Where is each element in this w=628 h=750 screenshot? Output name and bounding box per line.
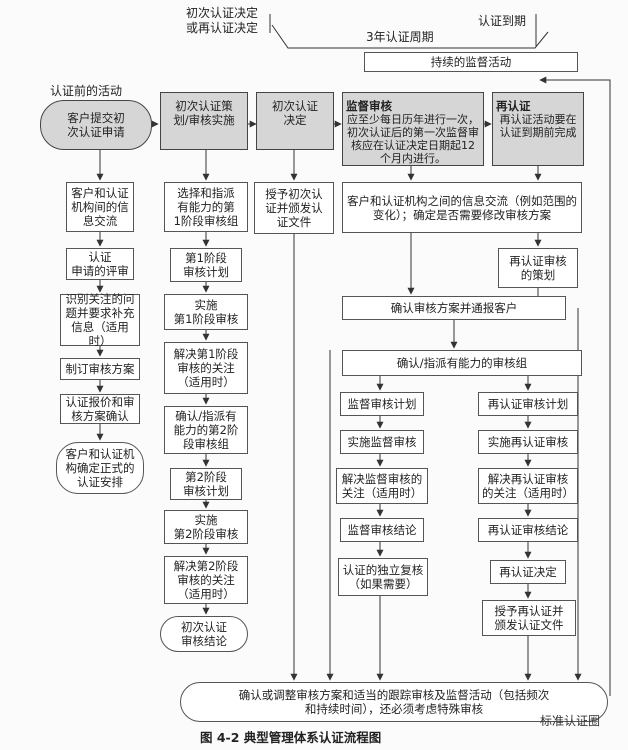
- confirm-audit-program: 确认审核方案并通报客户: [342, 296, 566, 320]
- grant-initial-certification: 授予初次认 证并颁发认 证文件: [254, 182, 334, 234]
- surveillance-title: 监督审核: [346, 99, 392, 113]
- confirm-audit-team: 确认/指派有能力的审核组: [342, 350, 582, 376]
- recert-audit-conclusion: 再认证审核结论: [478, 518, 578, 542]
- surveillance-desc: 应至少每日历年进行一次，初次认证后的第一次监督审核应在认证决定日期起12个月内进…: [347, 113, 479, 165]
- pre-step-audit-program: 制订审核方案: [60, 358, 140, 380]
- initial-step-stage1-concerns: 解决第1阶段 审核的关注 （适用时）: [164, 342, 248, 394]
- pre-step-application-review: 认证 申请的评审: [66, 248, 134, 280]
- recert-title: 再认证: [496, 99, 531, 113]
- pre-step-info-exchange: 客户和认证 机构间的信 息交流: [66, 182, 134, 232]
- recert-audit-planning: 再认证审核 的策划: [498, 248, 578, 288]
- recert-decision: 再认证决定: [490, 560, 566, 584]
- pre-step-identify-concerns: 识别关注的问 题并要求补充 信息（适用时）: [60, 292, 140, 348]
- watermark: 标准认证圈: [540, 714, 601, 728]
- timeline-line: [271, 24, 549, 49]
- pre-certification-label: 认证前的活动: [50, 84, 123, 98]
- client-info-exchange: 客户和认证机构之间的信息交流（例如范围的变化）；确定是否需要修改审核方案: [342, 182, 582, 233]
- surveillance-header: 监督审核 应至少每日历年进行一次，初次认证后的第一次监督审核应在认证决定日期起1…: [342, 92, 484, 166]
- initial-step-select-stage1-team: 选择和指派 有能力的第 1阶段审核组: [164, 182, 248, 232]
- recert-header: 再认证 再认证活动要在认证到期前完成: [492, 92, 584, 166]
- conduct-recert-audit: 实施再认证审核: [478, 430, 578, 454]
- client-application-start: 客户提交初 次认证申请: [40, 100, 152, 150]
- three-year-cycle-label: 3年认证周期: [366, 30, 434, 44]
- initial-step-stage2-concerns: 解决第2阶段 审核的关注 （适用时）: [164, 556, 248, 604]
- initial-audit-conclusion: 初次认证 审核结论: [160, 616, 248, 652]
- surveillance-audit-conclusion: 监督审核结论: [340, 518, 424, 542]
- conduct-surveillance-audit: 实施监督审核: [340, 430, 424, 454]
- initial-planning-header: 初次认证策 划/审核实施: [160, 92, 248, 150]
- resolve-surveillance-concerns: 解决监督审核的 关注（适用时）: [336, 468, 428, 504]
- initial-decision-header: 初次认证 决定: [256, 92, 334, 150]
- recert-desc: 再认证活动要在认证到期前完成: [499, 113, 577, 139]
- initial-step-stage2-plan: 第2阶段 审核计划: [170, 468, 242, 500]
- confirm-or-adjust-program: 确认或调整审核方案和适当的跟踪审核及监督活动（包括频次 和持续时间），还必须考虑…: [180, 682, 608, 722]
- initial-step-stage2-team: 确认/指派有 能力的第2阶 段审核组: [164, 406, 248, 454]
- certification-expiry-label: 认证到期: [478, 14, 527, 28]
- pre-step-formal-arrangement: 客户和认证机 构确定正式的 认证安排: [56, 442, 144, 494]
- independent-review: 认证的独立复核 （如果需要）: [338, 558, 428, 596]
- recert-audit-plan: 再认证审核计划: [478, 392, 578, 416]
- figure-caption: 图 4-2 典型管理体系认证流程图: [200, 730, 382, 745]
- grant-recert: 授予再认证并 颁发认证文件: [482, 600, 576, 636]
- surveillance-audit-plan: 监督审核计划: [340, 392, 424, 416]
- ongoing-surveillance-box: 持续的监督活动: [364, 52, 578, 72]
- pre-step-quote-confirm: 认证报价和审 核方案确认: [60, 394, 140, 424]
- initial-or-recert-decision-label: 初次认证决定 或再认证决定: [186, 6, 259, 35]
- initial-step-stage2-audit: 实施 第2阶段审核: [164, 510, 248, 544]
- initial-step-stage1-plan: 第1阶段 审核计划: [170, 248, 242, 282]
- initial-step-stage1-audit: 实施 第1阶段审核: [164, 294, 248, 330]
- resolve-recert-concerns: 解决再认证审核 的关注（适用时）: [478, 468, 578, 504]
